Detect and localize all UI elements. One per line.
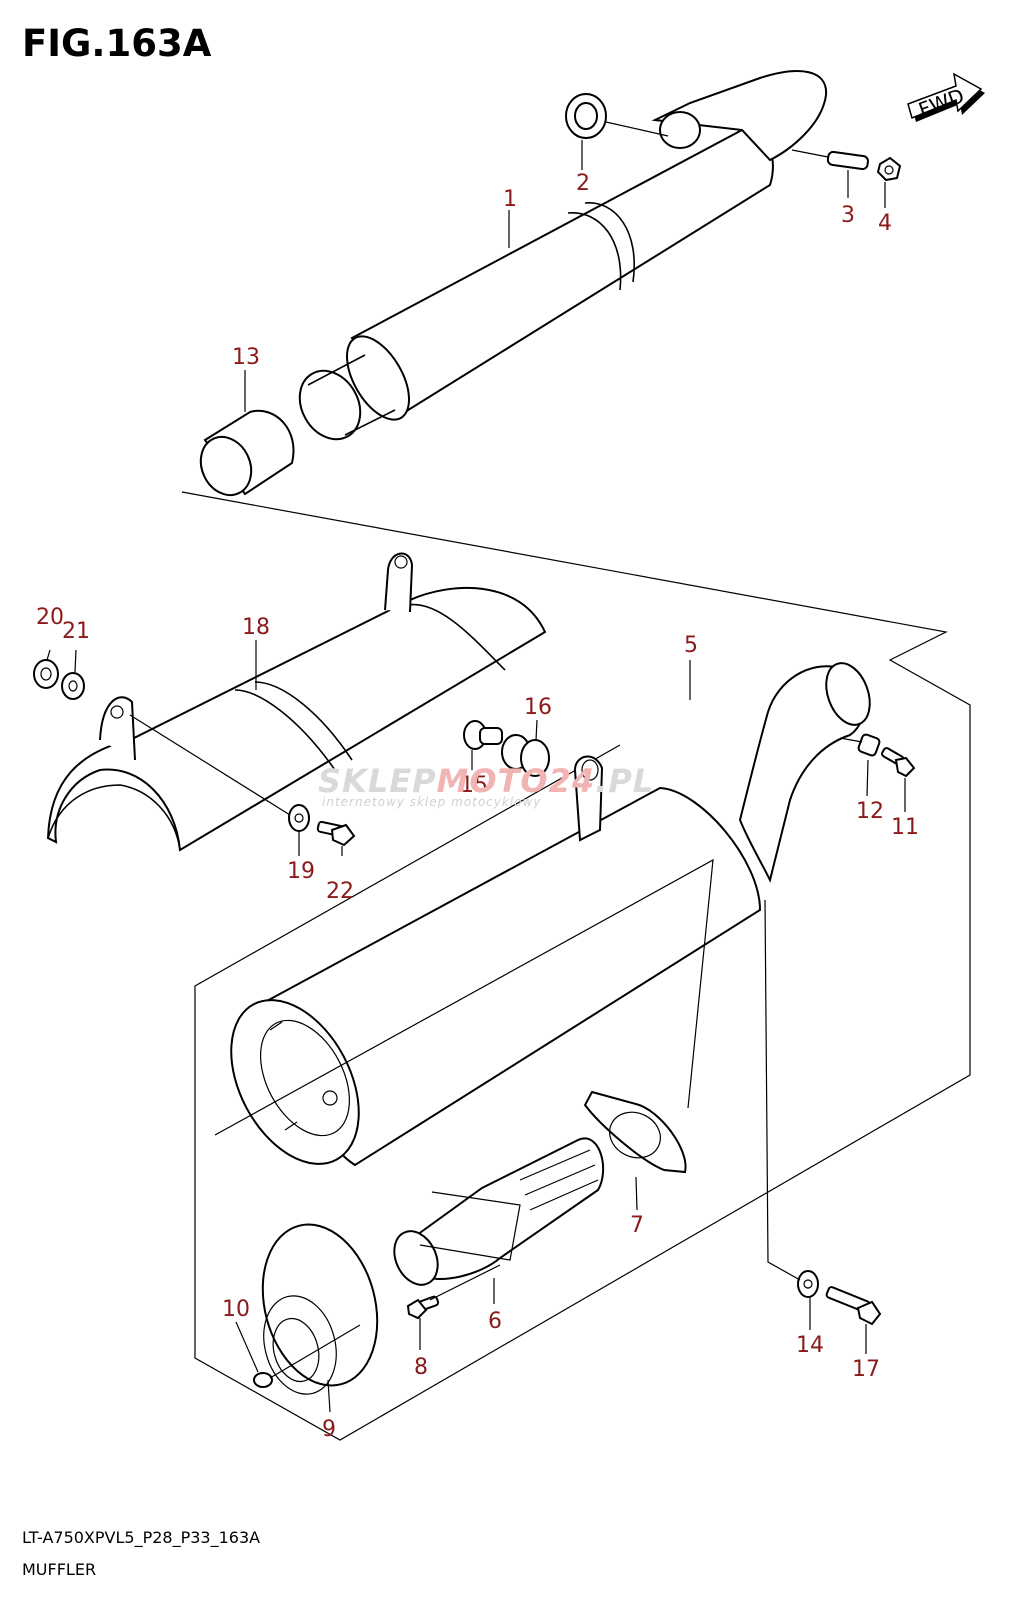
part-8-screw[interactable] [406, 1295, 440, 1350]
callout-17: 17 [852, 1357, 880, 1382]
callout-10: 10 [222, 1297, 250, 1322]
callout-16: 16 [524, 695, 552, 720]
part-22-bolt[interactable] [316, 820, 356, 856]
fwd-label: FWD [915, 84, 967, 123]
callout-22: 22 [326, 879, 354, 904]
figure-code: LT-A750XPVL5_P28_P33_163A [22, 1528, 261, 1547]
callout-18: 18 [242, 615, 270, 640]
callout-21: 21 [62, 619, 90, 644]
part-7-gasket[interactable] [583, 1090, 687, 1211]
callout-3: 3 [841, 203, 855, 228]
figure-title: FIG.163A [22, 22, 212, 65]
callout-20: 20 [36, 605, 64, 630]
part-10-screw[interactable] [235, 1321, 361, 1388]
part-11-bolt[interactable] [881, 747, 916, 812]
callout-4: 4 [878, 211, 892, 236]
callout-9: 9 [322, 1417, 336, 1442]
part-14-washer[interactable] [797, 1270, 819, 1330]
part-19-washer[interactable] [288, 804, 310, 856]
watermark-tagline: internetowy sklep motocyklowy [322, 795, 542, 809]
callout-6: 6 [488, 1309, 502, 1334]
callout-11: 11 [891, 815, 919, 840]
part-2-gasket[interactable] [565, 93, 669, 139]
callout-12: 12 [856, 799, 884, 824]
part-21-collar[interactable] [61, 649, 85, 700]
part-18-heat-shield[interactable] [46, 552, 547, 852]
part-1-exhaust-pipe[interactable] [288, 70, 828, 450]
figure-name: MUFFLER [22, 1560, 97, 1579]
part-6-spark-arrester[interactable] [386, 1137, 605, 1304]
part-4-nut[interactable] [876, 156, 902, 182]
callout-14: 14 [796, 1333, 824, 1358]
part-20-grommet[interactable] [33, 649, 59, 689]
fwd-arrow-icon: FWD [907, 72, 985, 123]
callout-5: 5 [684, 633, 698, 658]
part-3-stud-bolt[interactable] [791, 149, 869, 171]
part-9-end-cap[interactable] [246, 1212, 395, 1413]
part-17-bolt[interactable] [825, 1286, 882, 1354]
callout-1: 1 [503, 187, 517, 212]
callout-19: 19 [287, 859, 315, 884]
callout-8: 8 [414, 1355, 428, 1380]
callout-15: 15 [460, 773, 488, 798]
callout-13: 13 [232, 345, 260, 370]
part-12-collar[interactable] [857, 733, 881, 797]
callout-7: 7 [630, 1213, 644, 1238]
callout-2: 2 [576, 171, 590, 196]
watermark-brand: SKLEPMOTO24.PL [318, 762, 655, 800]
part-5-muffler[interactable] [205, 657, 878, 1185]
part-13-sleeve[interactable] [192, 409, 295, 504]
part-15-collar[interactable] [463, 720, 503, 770]
part-16-cushion[interactable] [501, 719, 550, 777]
